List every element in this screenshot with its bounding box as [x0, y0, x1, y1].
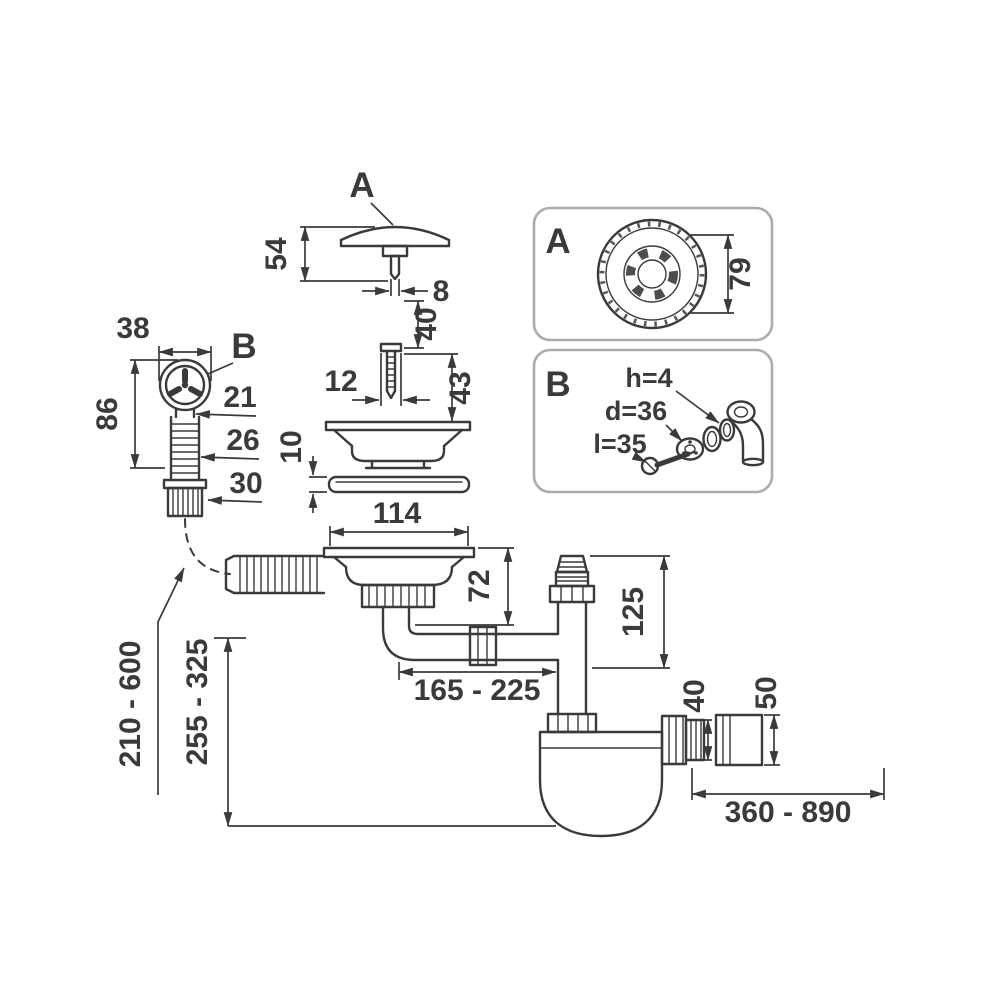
label-a: A: [349, 166, 374, 205]
dim-screw-head: 12: [324, 353, 430, 406]
dim-43: 43: [444, 371, 477, 404]
dim-79: 79: [724, 257, 757, 290]
detail-b-label: B: [545, 365, 570, 404]
overflow-waste-hose: [184, 518, 326, 595]
dim-outlet-pipe: 50: [750, 676, 783, 766]
dim-hose-length: 210 - 600: [114, 567, 185, 795]
dim-38: 38: [116, 312, 149, 345]
strainer-body-assembly: [322, 546, 476, 609]
detail-b-flat-washer: [702, 425, 722, 453]
dim-flange-width: 114: [329, 497, 469, 546]
dim-overflow-nut: 30: [207, 467, 263, 505]
dim-outlet-length: 360 - 890: [691, 768, 885, 829]
dim-40-screw: 40: [410, 307, 443, 340]
cap-part: [339, 225, 451, 281]
dim-10: 10: [275, 430, 308, 463]
dim-h4: h=4: [625, 363, 672, 393]
dim-210-600: 210 - 600: [114, 641, 147, 768]
detail-b-o-ring: [718, 418, 736, 442]
dim-125: 125: [617, 587, 650, 637]
siphon-bottle: [538, 712, 664, 838]
dim-165-225: 165 - 225: [414, 674, 541, 707]
dim-360-890: 360 - 890: [725, 796, 852, 829]
dim-inlet-height: 125: [590, 555, 670, 669]
dim-gasket-thickness: 10: [275, 430, 327, 513]
dim-26: 26: [226, 424, 259, 457]
label-b-pointer: B: [207, 327, 257, 375]
dim-body-height: 72: [415, 547, 514, 626]
dim-21: 21: [223, 381, 256, 414]
dim-255-325: 255 - 325: [181, 639, 214, 766]
dim-strainer-cap: 79: [690, 234, 757, 314]
outlet-assembly: [660, 713, 764, 767]
sealing-gasket: [327, 475, 471, 494]
dim-l35: l=35: [593, 429, 646, 459]
label-b: B: [231, 327, 256, 366]
dim-outlet-cone: 40: [678, 679, 713, 761]
dim-horizontal-span: 165 - 225: [398, 662, 557, 707]
detail-b-elbow: [726, 400, 765, 467]
detail-b-rosette-washer: [675, 437, 705, 461]
dim-screw-length: 40: [404, 300, 443, 349]
locking-screw: [379, 342, 403, 400]
dim-30: 30: [229, 467, 262, 500]
dim-86: 86: [91, 397, 124, 430]
dim-8: 8: [433, 275, 450, 308]
inlet-branch-pipe: [548, 554, 596, 716]
dim-overflow-neck: 21: [195, 381, 257, 419]
dim-d36: d=36: [605, 396, 667, 426]
label-a-pointer: A: [349, 166, 394, 226]
dim-cap-pin: 8: [362, 275, 449, 308]
dim-overflow-tube: 26: [200, 424, 260, 462]
dim-trap-depth: 255 - 325: [181, 637, 556, 827]
dim-72: 72: [463, 569, 496, 602]
elbow-and-horizontal-pipe: [381, 605, 560, 667]
basket-strainer: [324, 420, 472, 470]
dim-50: 50: [750, 676, 783, 709]
dim-basket-height: 43: [404, 353, 477, 422]
dim-overflow-height: 86: [91, 359, 178, 469]
dim-overflow-width: 38: [116, 312, 212, 381]
detail-box-b: B h=4 d=36 l=35: [532, 348, 774, 494]
dim-12: 12: [324, 365, 357, 398]
dim-cap-height: 54: [260, 226, 388, 282]
detail-box-a: A 79: [532, 206, 774, 342]
detail-a-label: A: [545, 222, 570, 261]
dim-114: 114: [373, 497, 422, 530]
dim-40-outlet: 40: [678, 679, 711, 712]
overflow-assembly: [158, 358, 212, 518]
dim-54: 54: [260, 237, 293, 271]
